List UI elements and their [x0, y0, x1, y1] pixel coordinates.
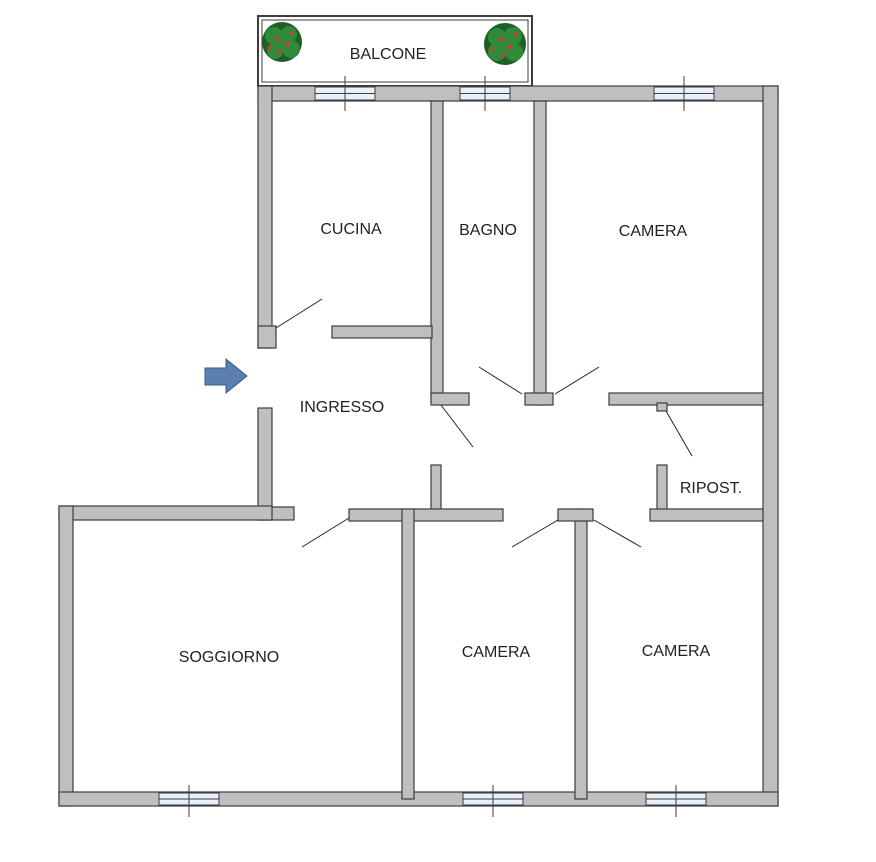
plant-icon-left: [262, 22, 302, 62]
window-top-bedroom: [653, 76, 715, 111]
label-bedroom-bottom-right: CAMERA: [642, 643, 711, 660]
label-living-room: SOGGIORNO: [179, 649, 279, 666]
label-balcony: BALCONE: [350, 46, 426, 63]
door-storage: [665, 410, 693, 457]
label-entrance: INGRESSO: [300, 399, 384, 416]
label-kitchen: CUCINA: [320, 221, 382, 238]
door-bath: [478, 366, 523, 395]
walls: [58, 85, 779, 807]
window-bottom-bedroom-right: [645, 785, 707, 817]
label-bedroom-bottom-middle: CAMERA: [462, 644, 531, 661]
doors: [275, 298, 693, 548]
label-storage: RIPOST.: [680, 480, 742, 497]
window-top-kitchen: [314, 76, 376, 111]
door-bedroom-middle: [511, 519, 559, 548]
window-top-bath: [459, 76, 511, 111]
window-bottom-bedroom-middle: [462, 785, 524, 817]
door-kitchen: [275, 298, 323, 329]
window-bottom-living: [158, 785, 220, 817]
door-bedroom-right: [593, 519, 642, 548]
arrow-right-icon: [204, 357, 248, 395]
door-bedroom-top: [554, 366, 600, 395]
door-hall: [440, 404, 474, 448]
plant-icon-right: [484, 23, 526, 65]
door-living: [301, 517, 350, 548]
label-bedroom-top: CAMERA: [619, 223, 688, 240]
label-bathroom: BAGNO: [459, 222, 517, 239]
